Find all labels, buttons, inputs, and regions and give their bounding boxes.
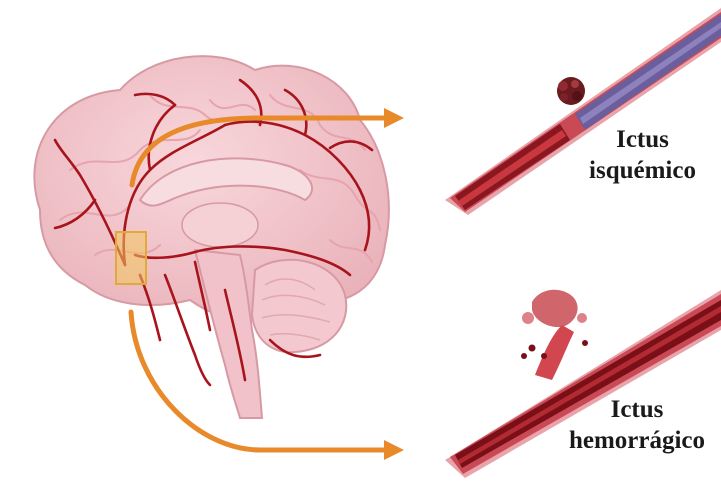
cerebellum bbox=[252, 260, 346, 352]
ischemic-stroke-label: Ictus isquémico bbox=[560, 124, 721, 187]
ischemic-label-line1: Ictus bbox=[560, 124, 721, 155]
hemorrhagic-stroke-label: Ictus hemorrágico bbox=[548, 394, 721, 457]
ischemic-label-line2: isquémico bbox=[560, 155, 721, 186]
clot bbox=[557, 77, 585, 105]
highlight-box bbox=[116, 232, 146, 284]
rupture-jet bbox=[535, 325, 574, 380]
hemorrhagic-label-line1: Ictus bbox=[548, 394, 721, 425]
hemorrhagic-label-line2: hemorrágico bbox=[548, 425, 721, 456]
brain-illustration bbox=[34, 56, 388, 418]
thalamus bbox=[182, 203, 258, 247]
